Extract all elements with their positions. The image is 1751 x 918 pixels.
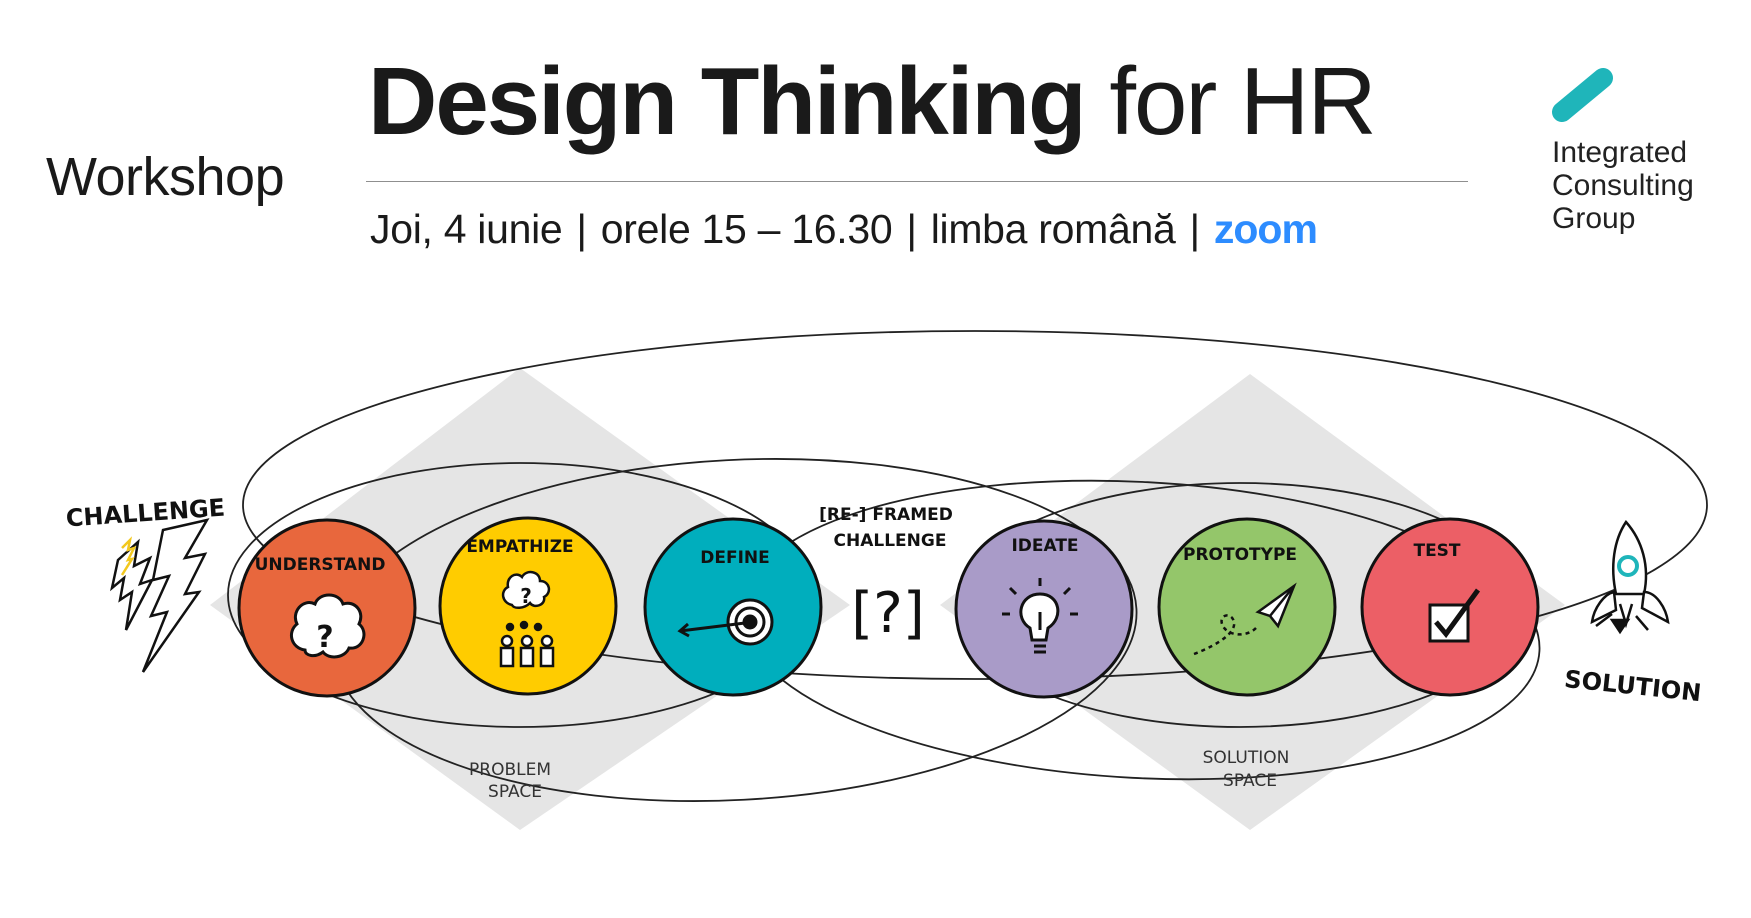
separator: | [576, 206, 587, 252]
solution-space-label-line2: SPACE [1223, 771, 1277, 791]
svg-text:?: ? [520, 584, 532, 608]
stage-label-ideate: IDEATE [1011, 536, 1078, 556]
people-thinking-icon: ? [499, 570, 555, 668]
stage-label-prototype: PROTOTYPE [1183, 545, 1297, 565]
solution-label: SOLUTION [1563, 665, 1703, 707]
title-bold: Design Thinking [368, 48, 1087, 155]
problem-space-label-line1: PROBLEM [469, 760, 551, 780]
separator: | [906, 206, 917, 252]
reframed-symbol: [?] [851, 581, 924, 646]
solution-space-label-line1: SOLUTION [1203, 748, 1290, 768]
lightbulb-icon [1002, 578, 1078, 654]
logo-line-1: Integrated [1552, 136, 1688, 169]
question-cloud-icon: ? [289, 593, 366, 659]
stage-label-define: DEFINE [700, 548, 770, 568]
reframed-label-line1: [RE-] FRAMED [819, 505, 953, 525]
title-light: for HR [1109, 48, 1376, 155]
reframed-label-line2: CHALLENGE [834, 531, 947, 551]
stage-label-empathize: EMPATHIZE [466, 537, 573, 557]
logo-line-3: Group [1552, 202, 1636, 235]
checkbox-icon [1428, 588, 1481, 643]
event-date: Joi, 4 iunie [370, 206, 563, 252]
stage-label-understand: UNDERSTAND [255, 555, 386, 575]
outer-loop [242, 330, 1708, 680]
page-title: Design Thinking for HR [368, 54, 1377, 150]
lightning-icon [110, 518, 210, 673]
stage-label-test: TEST [1413, 541, 1460, 561]
icg-logo-mark-icon [1552, 68, 1613, 122]
company-logo: Integrated Consulting Group [1552, 136, 1694, 235]
svg-text:?: ? [316, 620, 333, 655]
zoom-logo: zoom [1213, 206, 1318, 252]
logo-line-2: Consulting [1552, 169, 1694, 202]
problem-space-label-line2: SPACE [488, 782, 542, 802]
paper-plane-icon [1193, 582, 1297, 656]
event-language: limba română [930, 206, 1176, 252]
title-divider [366, 181, 1468, 182]
separator: | [1189, 206, 1201, 252]
event-details: Joi, 4 iunie | orele 15 – 16.30 | limba româ… [370, 206, 1318, 253]
rocket-icon [1590, 519, 1670, 635]
target-icon [677, 598, 774, 646]
event-time: orele 15 – 16.30 [600, 206, 893, 252]
workshop-label: Workshop [46, 147, 285, 207]
